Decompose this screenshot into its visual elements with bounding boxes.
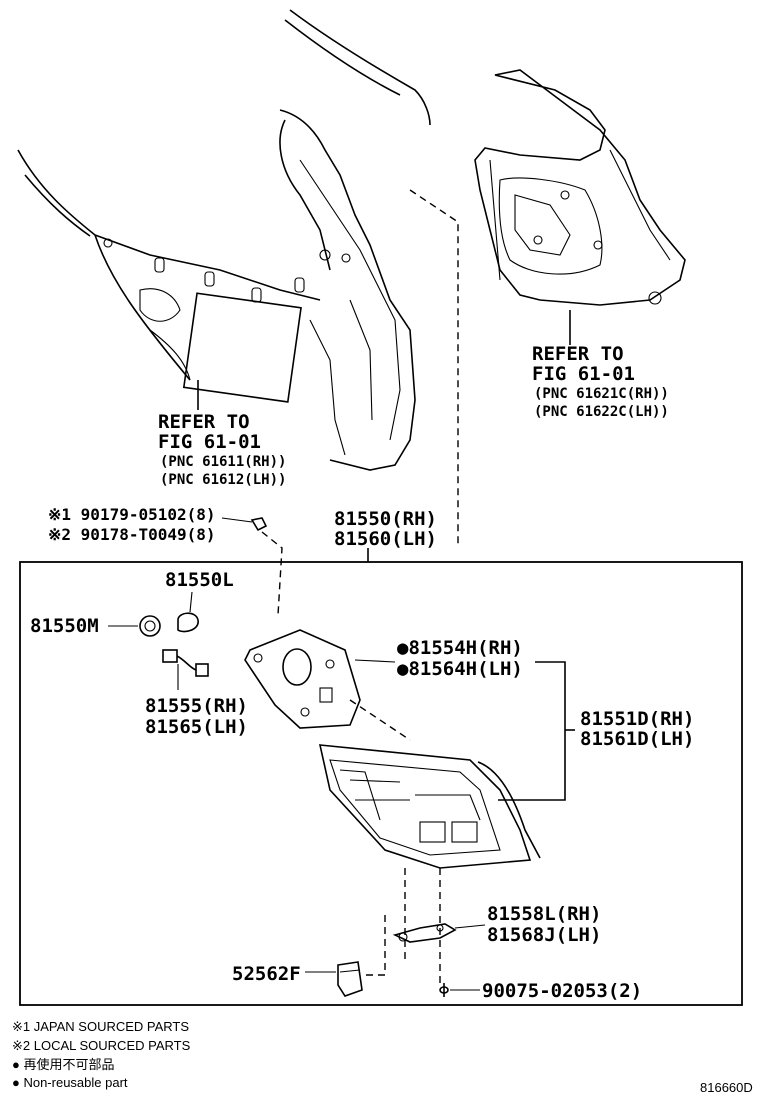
part-81555-rh: 81555(RH) (145, 695, 248, 717)
part-81565-lh: 81565(LH) (145, 716, 248, 738)
part-81568j-lh: 81568J(LH) (487, 924, 601, 946)
refer-left-line3: (PNC 61611(RH)) (160, 454, 286, 470)
part-nut-japan: ※1 90179-05102(8) (48, 505, 216, 524)
legend-japan-sourced: ※1 JAPAN SOURCED PARTS (12, 1019, 189, 1034)
part-81561d-lh: 81561D(LH) (580, 728, 694, 750)
refer-left-line2: FIG 61-01 (158, 431, 261, 453)
socket-part (108, 615, 161, 637)
quarter-panel-drawing (17, 9, 431, 471)
legend-non-reusable-en: ● Non-reusable part (12, 1075, 128, 1090)
nut-part (221, 517, 283, 616)
legend-non-reusable-jp: ● 再使用不可部品 (12, 1057, 114, 1072)
refer-right-line2: FIG 61-01 (532, 363, 635, 385)
part-81550l: 81550L (165, 569, 234, 591)
refer-right-line3: (PNC 61621C(RH)) (534, 386, 669, 402)
refer-left-line4: (PNC 61612(LH)) (160, 472, 286, 488)
part-81564h-lh: ●81564H(LH) (397, 658, 523, 680)
refer-left-line1: REFER TO (158, 411, 250, 433)
refer-right-line4: (PNC 61622C(LH)) (534, 404, 669, 420)
part-81551d-rh: 81551D(RH) (580, 708, 694, 730)
clip-part (305, 961, 363, 997)
tail-lamp-part (318, 744, 541, 869)
part-81560-lh: 81560(LH) (334, 528, 437, 550)
wire-harness-part (162, 649, 209, 690)
screw-part (439, 983, 480, 997)
trim-panel-drawing (474, 69, 686, 306)
bulb-part (177, 591, 199, 633)
part-81554h-rh: ●81554H(RH) (397, 637, 523, 659)
part-52562f: 52562F (232, 963, 301, 985)
legend-local-sourced: ※2 LOCAL SOURCED PARTS (12, 1038, 191, 1053)
figure-id: 816660D (700, 1080, 753, 1095)
part-81550m: 81550M (30, 615, 99, 637)
gasket-part (244, 629, 411, 741)
refer-right-line1: REFER TO (532, 343, 624, 365)
assembly-box (19, 561, 743, 1006)
part-nut-local: ※2 90178-T0049(8) (48, 525, 216, 544)
part-screw: 90075-02053(2) (482, 980, 642, 1002)
bracket-part (392, 923, 486, 943)
part-81558l-rh: 81558L(RH) (487, 903, 601, 925)
part-81550-rh: 81550(RH) (334, 508, 437, 530)
